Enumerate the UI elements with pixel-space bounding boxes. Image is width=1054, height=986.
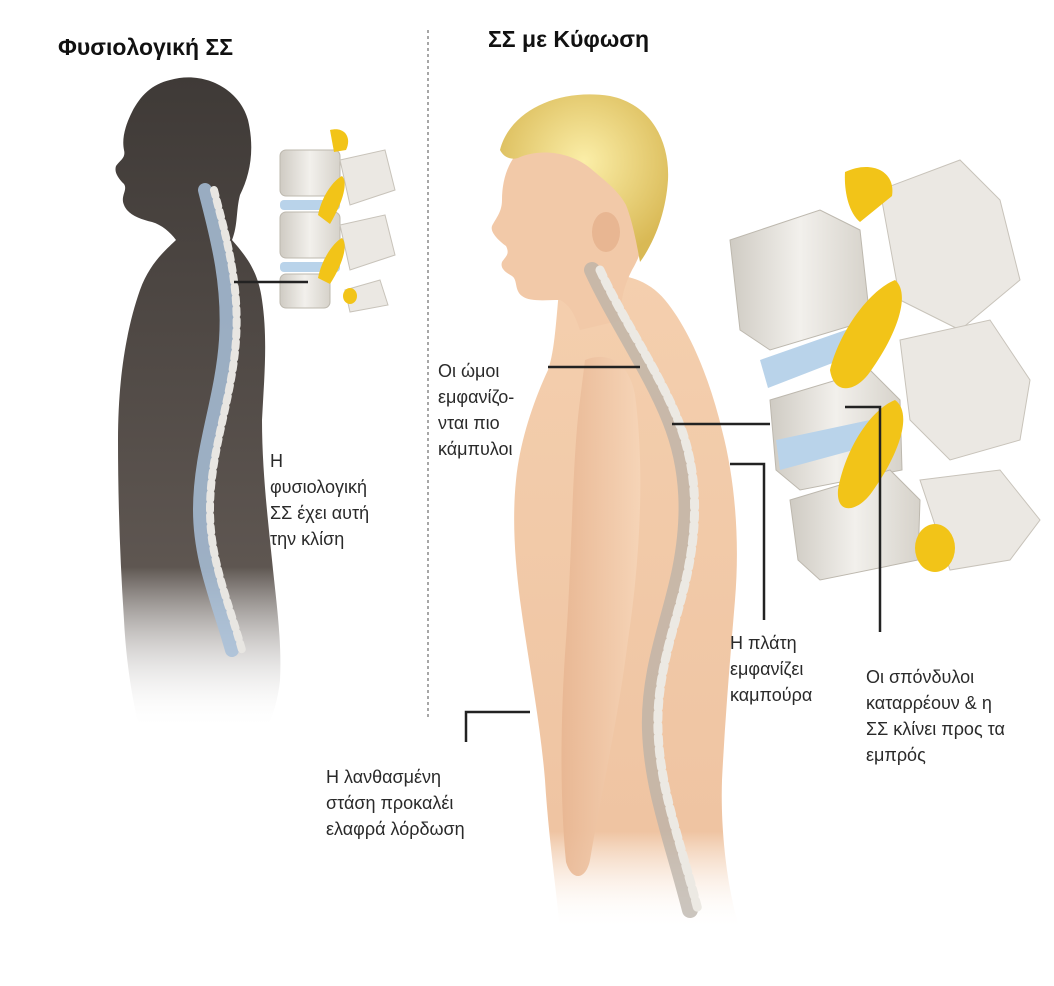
label-back-hump: Η πλάτη εμφανίζει καμπούρα <box>730 630 812 708</box>
normal-vertebrae-zoom <box>280 129 395 312</box>
normal-silhouette <box>115 77 280 730</box>
kyphosis-vertebrae-zoom <box>730 160 1040 580</box>
label-normal-curve: Η φυσιολογική ΣΣ έχει αυτή την κλίση <box>270 448 369 552</box>
label-poor-posture-lordosis: Η λανθασμένη στάση προκαλέι ελαφρά λόρδω… <box>326 764 465 842</box>
label-shoulders-curved: Οι ώμοι εμφανίζο- νται πιο κάμπυλοι <box>438 358 514 462</box>
kyphosis-figure <box>492 94 740 930</box>
label-vertebrae-collapse: Οι σπόνδυλοι καταρρέουν & η ΣΣ κλίνει πρ… <box>866 664 1005 768</box>
title-normal-spine: Φυσιολογική ΣΣ <box>58 34 233 61</box>
normal-figure <box>115 77 280 730</box>
title-kyphosis-spine: ΣΣ με Κύφωση <box>488 26 649 53</box>
posture-leader <box>466 712 530 742</box>
